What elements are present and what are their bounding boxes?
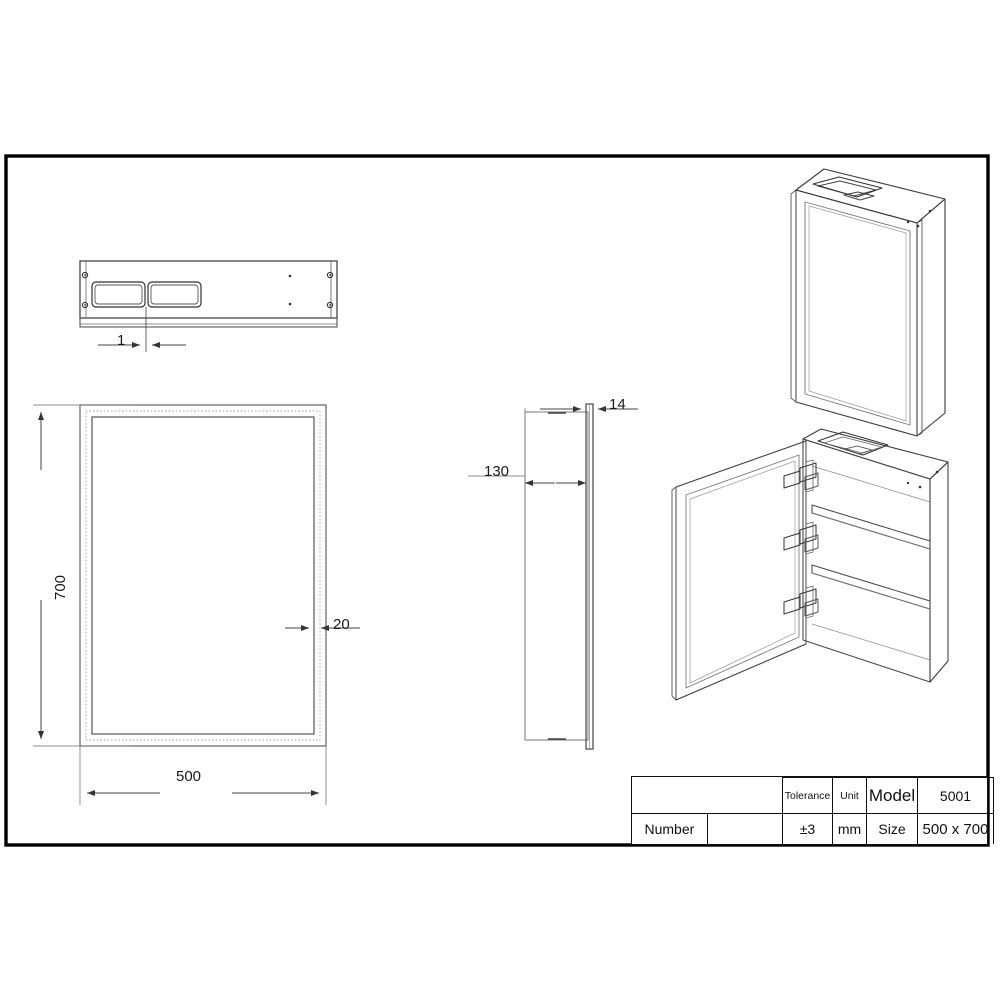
dimension-width-500 bbox=[79, 746, 327, 805]
isometric-closed-view-drawing bbox=[790, 168, 946, 437]
dimension-top-thickness bbox=[98, 307, 186, 352]
tolerance-label: Tolerance bbox=[782, 776, 833, 815]
dimension-label-door-thickness: 14 bbox=[609, 396, 626, 413]
model-value: 5001 bbox=[917, 776, 994, 815]
isometric-open-view-drawing bbox=[671, 428, 949, 701]
dimension-label-frame-band: 20 bbox=[333, 616, 350, 633]
dimension-label-top-thickness: 1 bbox=[117, 332, 126, 349]
title-block-row-2: Number ±3 mm Size 500 x 700 bbox=[632, 813, 994, 844]
number-label: Number bbox=[632, 813, 708, 844]
dimension-label-width: 500 bbox=[176, 768, 202, 785]
model-label: Model bbox=[866, 776, 918, 815]
dimension-depth-130 bbox=[468, 475, 586, 486]
dimension-door-thickness-14 bbox=[524, 406, 638, 412]
dimension-label-depth: 130 bbox=[484, 463, 510, 480]
title-block-cell-blank-a bbox=[632, 778, 783, 814]
dimension-height-700 bbox=[33, 404, 133, 747]
size-value: 500 x 700 bbox=[917, 813, 994, 844]
title-block: Tolerance Unit Model 5001 Number ±3 mm S… bbox=[631, 776, 994, 845]
dimension-label-height: 700 bbox=[52, 574, 69, 600]
unit-value: mm bbox=[832, 813, 867, 844]
unit-label: Unit bbox=[832, 776, 867, 815]
front-view-drawing bbox=[79, 404, 327, 747]
title-block-row-1: Tolerance Unit Model 5001 bbox=[632, 776, 994, 815]
tolerance-value: ±3 bbox=[782, 813, 833, 844]
number-value bbox=[706, 813, 784, 844]
sheet-border bbox=[4, 154, 990, 847]
top-view-drawing bbox=[79, 260, 338, 328]
side-view-drawing bbox=[524, 403, 594, 750]
size-label: Size bbox=[866, 813, 918, 844]
